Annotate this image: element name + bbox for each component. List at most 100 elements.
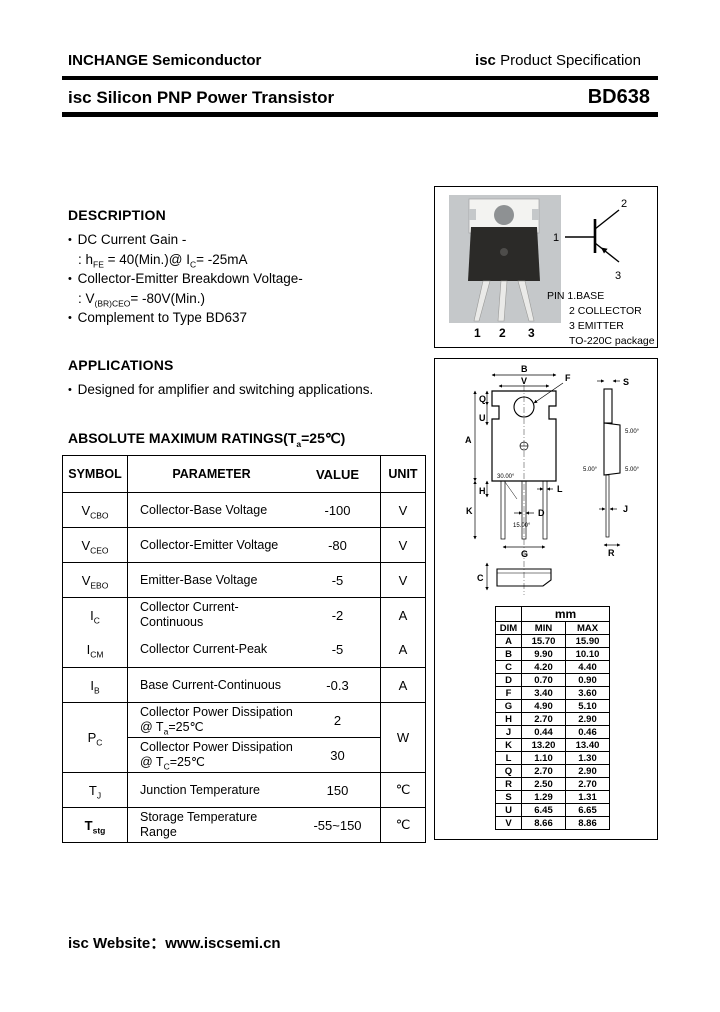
dimensions-box: B V F A Q U H K L D G S J R C 30.00° 15.… [434, 358, 658, 840]
param-cell: Collector-Base Voltage-100 [127, 492, 381, 528]
unit-cell: A [380, 667, 426, 703]
dim-max: 1.31 [565, 790, 610, 804]
col-unit: UNIT [380, 455, 426, 493]
part-number: BD638 [587, 86, 650, 108]
side-lead [605, 474, 610, 538]
dim-letter: B [495, 647, 522, 661]
footer-website: isc Website：www.iscsemi.cn [68, 932, 281, 953]
value-text: -0.3 [326, 677, 349, 693]
applications-text: Designed for amplifier and switching app… [77, 382, 374, 397]
param-cell: Collector Current-Peak-5 [127, 632, 381, 668]
dim-min: 15.70 [521, 634, 566, 648]
dim-label-G: G [521, 549, 528, 559]
dim-unit-header: mm [521, 606, 610, 622]
dim-max: 2.70 [565, 777, 610, 791]
table-row: VCBO Collector-Base Voltage-100 V [62, 492, 426, 528]
pin-number-1: 1 [474, 326, 481, 340]
bottom-outline [496, 568, 552, 587]
dim-label-F: F [565, 373, 571, 383]
value-text: 2 [333, 712, 342, 728]
gain-line: DC Current Gain - [77, 232, 187, 247]
product-spec-label: isc Product Specification [475, 52, 641, 69]
param-text: Collector Current-Continuous [140, 600, 239, 630]
to220-body [468, 227, 540, 281]
symbol-cell: ICM [62, 632, 128, 668]
description-item: • DC Current Gain - [68, 230, 428, 250]
page-title: isc Silicon PNP Power Transistor [68, 88, 334, 108]
dim-letter: J [495, 725, 522, 739]
pin-number-3: 3 [528, 326, 535, 340]
dim-label-U: U [479, 413, 486, 423]
dim-label-H: H [479, 486, 486, 496]
symbol-base: T [84, 817, 93, 833]
photo-pin-numbers: 1 2 3 [474, 326, 535, 340]
unit-cell: W [380, 702, 426, 773]
value-text: -2 [331, 607, 344, 623]
dim-min: 8.66 [521, 816, 566, 830]
title-text: Silicon PNP Power Transistor [96, 88, 335, 107]
website-url: www.iscsemi.cn [165, 935, 281, 952]
dim-max: 4.40 [565, 660, 610, 674]
bullet-icon: • [68, 273, 72, 285]
param-cell: Collector-Emitter Voltage-80 [127, 527, 381, 563]
value-text: 30 [330, 747, 345, 763]
param-cell: Base Current-Continuous-0.3 [127, 667, 381, 703]
symbol-pin-1: 1 [553, 232, 559, 244]
dim-label-K: K [466, 506, 473, 516]
dim-letter: G [495, 699, 522, 713]
pin-note-1: PIN 1.BASE [547, 290, 605, 302]
dim-label-S: S [623, 377, 629, 387]
symbol-sub: CEO [90, 545, 109, 556]
brand-logo: isc [475, 52, 496, 69]
package-name: TO-220C package [569, 335, 655, 347]
lead-1 [500, 480, 506, 540]
table-row: VCEO Collector-Emitter Voltage-80 V [62, 527, 426, 563]
pc-line2-a: Collector Power Dissipation [140, 740, 293, 754]
angle-5-label: 5.00° [625, 467, 640, 473]
description-item-detail: : V(BR)CEO= -80V(Min.) [68, 289, 428, 308]
company-name: INCHANGE Semiconductor [68, 52, 262, 69]
dim-max: 5.10 [565, 699, 610, 713]
description-section: DESCRIPTION • DC Current Gain - : hFE = … [68, 207, 428, 328]
symbol-sub: stg [92, 825, 106, 836]
dim-max: 0.46 [565, 725, 610, 739]
dim-min: 1.10 [521, 751, 566, 765]
dim-max: 2.90 [565, 764, 610, 778]
collector-line [594, 209, 620, 230]
symbol-sub: CBO [90, 510, 109, 521]
symbol-sub: C [93, 615, 100, 626]
dim-letter: H [495, 712, 522, 726]
lead-3 [542, 480, 548, 540]
angle-5-label: 5.00° [583, 467, 598, 473]
gain-detail-p2: = 40(Min.)@ I [103, 252, 190, 267]
symbol-cell: Tstg [62, 807, 128, 843]
dim-col-header: DIM [495, 621, 522, 635]
dim-label-R: R [608, 548, 615, 558]
symbol-base: V [81, 572, 91, 588]
symbol-base: I [90, 607, 94, 623]
bullet-icon: • [68, 234, 72, 246]
dim-min: 3.40 [521, 686, 566, 700]
dim-label-B: B [521, 364, 528, 374]
pnp-symbol: 1 2 3 [553, 198, 627, 282]
table-row: IC Collector Current-Continuous -2 A [62, 597, 426, 633]
value-text: 150 [326, 782, 349, 798]
symbol-sub: B [93, 685, 100, 696]
param-text: Collector Current-Peak [140, 642, 268, 657]
value-text: -80 [328, 537, 347, 553]
bullet-icon: • [68, 312, 72, 324]
dim-letter: L [495, 751, 522, 765]
angle-15-label: 15.00° [513, 523, 531, 529]
unit-cell: A [380, 597, 426, 633]
website-label: isc Website： [68, 935, 166, 952]
dim-max: 2.90 [565, 712, 610, 726]
value-text: -5 [331, 572, 344, 588]
